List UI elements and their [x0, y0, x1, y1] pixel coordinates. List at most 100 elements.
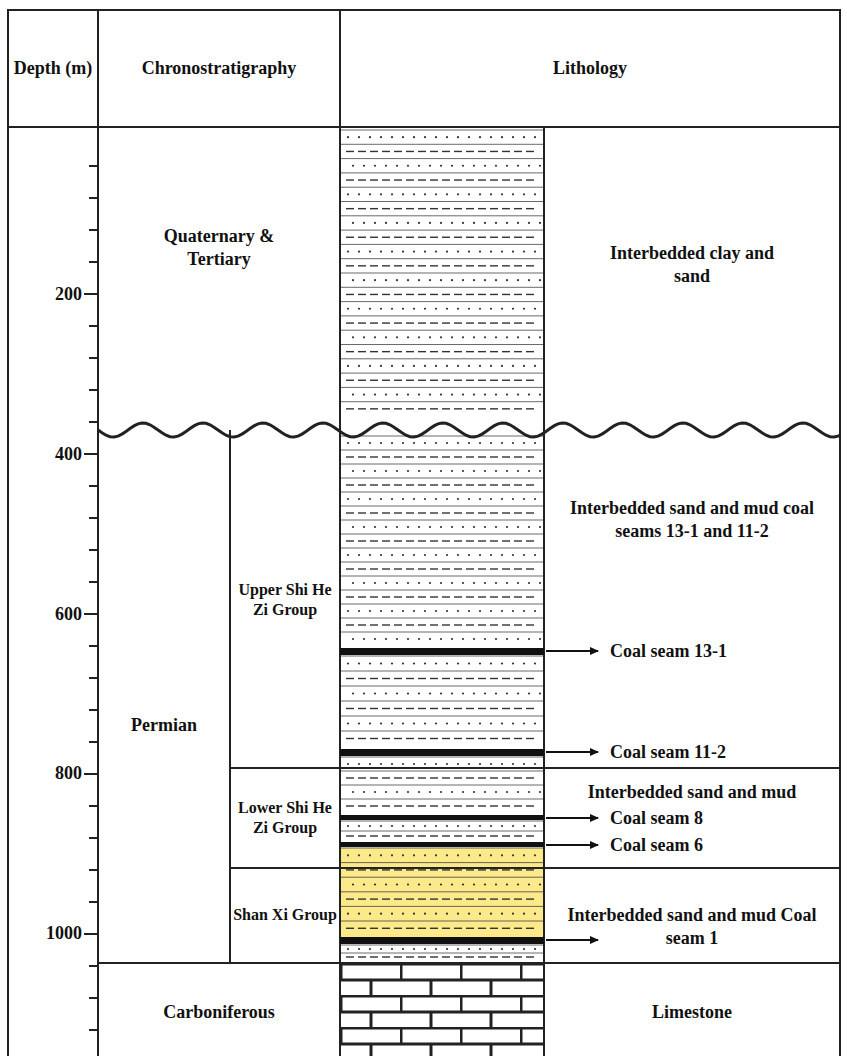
depth-ticks — [84, 166, 98, 1030]
sand-dot — [495, 582, 497, 584]
sand-dot — [534, 913, 536, 915]
sand-dot — [462, 582, 464, 584]
bed-line — [340, 230, 544, 231]
stratum-label: Interbedded sand and mud coal seams 13-1… — [547, 497, 837, 543]
sand-dot — [484, 336, 486, 338]
mud-dash — [502, 708, 510, 709]
sand-dot — [391, 442, 393, 444]
mud-dash — [382, 777, 390, 778]
mud-dash — [502, 568, 510, 569]
bed-line — [340, 701, 544, 702]
mud-dash — [370, 456, 378, 457]
sand-dot — [347, 250, 349, 252]
sand-dot — [490, 250, 492, 252]
mud-dash — [430, 898, 438, 899]
stratum-label: Shan Xi Group — [233, 905, 337, 925]
mud-dash — [478, 928, 486, 929]
bed-line — [340, 604, 544, 605]
sand-dot — [396, 470, 398, 472]
mud-dash — [526, 351, 534, 352]
sand-dot — [435, 498, 437, 500]
mud-dash — [370, 322, 378, 323]
mud-dash — [442, 237, 450, 238]
sand-dot — [490, 722, 492, 724]
sand-dot — [484, 638, 486, 640]
mud-dash — [466, 322, 474, 323]
mud-dash — [418, 237, 426, 238]
sand-dot — [517, 791, 519, 793]
sand-dot — [363, 279, 365, 281]
sand-dot — [534, 365, 536, 367]
mud-dash — [430, 512, 438, 513]
mud-dash — [406, 512, 414, 513]
sand-dot — [418, 692, 420, 694]
mud-dash — [502, 380, 510, 381]
mud-dash — [346, 869, 354, 870]
sand-dot — [358, 854, 360, 856]
mud-dash — [502, 151, 510, 152]
sand-dot — [468, 948, 470, 950]
mud-dash — [442, 624, 450, 625]
sand-dot — [457, 136, 459, 138]
mud-dash — [442, 805, 450, 806]
mud-dash — [502, 540, 510, 541]
mud-dash — [406, 835, 414, 836]
mud-dash — [466, 898, 474, 899]
mud-dash — [490, 380, 498, 381]
bed-line — [340, 921, 544, 922]
mud-dash — [514, 408, 522, 409]
mud-dash — [514, 956, 522, 957]
sand-dot — [501, 948, 503, 950]
mud-dash — [358, 624, 366, 625]
depth-tick — [89, 389, 98, 391]
mud-dash — [454, 777, 462, 778]
sand-dot — [517, 279, 519, 281]
mud-dash — [514, 596, 522, 597]
sand-dot — [490, 662, 492, 664]
mud-dash — [466, 294, 474, 295]
bed-line — [340, 632, 544, 633]
mud-dash — [502, 835, 510, 836]
mud-dash — [526, 898, 534, 899]
mud-dash — [406, 805, 414, 806]
sand-dot — [385, 470, 387, 472]
sand-dot — [479, 193, 481, 195]
depth-tick — [84, 933, 98, 935]
sand-dot — [479, 250, 481, 252]
sand-dot — [506, 582, 508, 584]
sand-dot — [352, 883, 354, 885]
sand-dot — [358, 442, 360, 444]
sand-dot — [528, 526, 530, 528]
mud-dash — [346, 179, 354, 180]
sand-dot — [473, 526, 475, 528]
sand-dot — [517, 470, 519, 472]
stratum-label: Lower Shi He Zi Group — [233, 798, 337, 838]
sand-dot — [380, 854, 382, 856]
mud-dash — [406, 294, 414, 295]
mud-dash — [346, 208, 354, 209]
bed-line — [340, 478, 544, 479]
mud-dash — [382, 322, 390, 323]
mud-dash — [490, 738, 498, 739]
mud-dash — [478, 456, 486, 457]
sand-dot — [440, 638, 442, 640]
sand-dot — [440, 279, 442, 281]
stratum-label: Interbedded sand and mud Coal seam 1 — [552, 904, 832, 950]
sand-dot — [468, 193, 470, 195]
sand-dot — [468, 250, 470, 252]
depth-tick — [84, 293, 98, 295]
sand-dot — [501, 662, 503, 664]
sand-dot — [506, 165, 508, 167]
sand-dot — [358, 825, 360, 827]
sand-dot — [402, 825, 404, 827]
mud-dash — [382, 956, 390, 957]
sand-dot — [539, 165, 541, 167]
mud-dash — [514, 484, 522, 485]
sand-dot — [418, 470, 420, 472]
bed-line — [340, 358, 544, 359]
sand-dot — [528, 279, 530, 281]
bed-line — [340, 618, 544, 619]
stratum-label: Quaternary & Tertiary — [160, 225, 278, 271]
sand-dot — [380, 308, 382, 310]
sand-dot — [446, 136, 448, 138]
